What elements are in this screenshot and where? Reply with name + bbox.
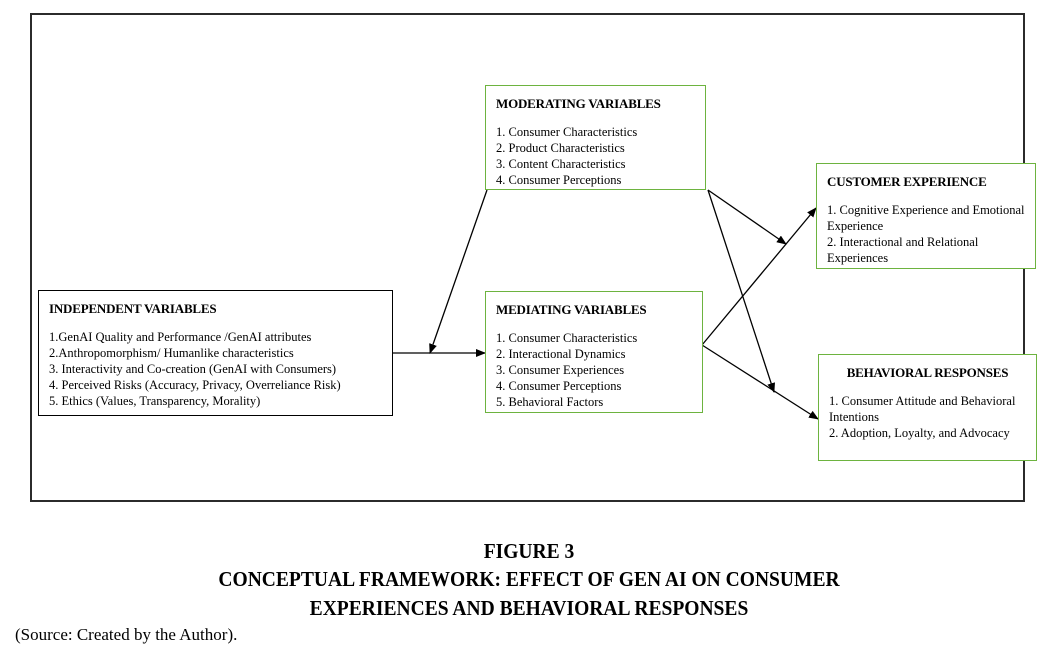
- list-item: 3. Interactivity and Co-creation (GenAI …: [49, 362, 337, 376]
- list-item: 3. Consumer Experiences: [496, 363, 625, 377]
- figure-number: FIGURE 3: [483, 539, 575, 563]
- arrow-moderating-to-br-link: [707, 189, 776, 393]
- list-item: 3. Content Characteristics: [496, 157, 626, 171]
- arrow-moderating-to-independent-link: [429, 189, 488, 354]
- arrow-mediating-to-behavioral-responses: [701, 344, 819, 420]
- list-item: 5. Ethics (Values, Transparency, Moralit…: [49, 394, 261, 408]
- list-item: 1.GenAI Quality and Performance /GenAI a…: [49, 330, 312, 344]
- arrow-moderating-to-cx-link: [707, 189, 787, 245]
- behavioral-responses-box: BEHAVIORAL RESPONSES 1. Consumer Attitud…: [818, 354, 1037, 461]
- mediating-variables-box: MEDIATING VARIABLES 1. Consumer Characte…: [485, 291, 703, 413]
- independent-variables-box: INDEPENDENT VARIABLES 1.GenAI Quality an…: [38, 290, 393, 416]
- independent-variables-title: INDEPENDENT VARIABLES: [49, 301, 217, 316]
- list-item: 1. Consumer Characteristics: [496, 331, 638, 345]
- arrow-mediating-to-customer-experience: [701, 207, 817, 346]
- list-item: 1. Consumer Attitude and Behavioral Inte…: [829, 394, 1016, 424]
- customer-experience-title: CUSTOMER EXPERIENCE: [827, 174, 987, 189]
- behavioral-responses-title: BEHAVIORAL RESPONSES: [846, 365, 1009, 380]
- list-item: 2.Anthropomorphism/ Humanlike characteri…: [49, 346, 294, 360]
- customer-experience-box: CUSTOMER EXPERIENCE 1. Cognitive Experie…: [816, 163, 1036, 269]
- list-item: 4. Perceived Risks (Accuracy, Privacy, O…: [49, 378, 341, 392]
- list-item: 2. Interactional and Relational Experien…: [827, 235, 979, 265]
- list-item: 5. Behavioral Factors: [496, 395, 604, 409]
- list-item: 1. Cognitive Experience and Emotional Ex…: [827, 203, 1025, 233]
- figure-title-line-2: EXPERIENCES AND BEHAVIORAL RESPONSES: [309, 596, 749, 620]
- list-item: 2. Interactional Dynamics: [496, 347, 626, 361]
- figure-source: (Source: Created by the Author).: [15, 625, 238, 644]
- mediating-variables-title: MEDIATING VARIABLES: [496, 302, 647, 317]
- list-item: 4. Consumer Perceptions: [496, 173, 622, 187]
- list-item: 1. Consumer Characteristics: [496, 125, 638, 139]
- list-item: 2. Adoption, Loyalty, and Advocacy: [829, 426, 1010, 440]
- moderating-variables-box: MODERATING VARIABLES 1. Consumer Charact…: [485, 85, 706, 190]
- moderating-variables-title: MODERATING VARIABLES: [496, 96, 661, 111]
- figure-title-line-1: CONCEPTUAL FRAMEWORK: EFFECT OF GEN AI O…: [218, 567, 840, 591]
- list-item: 4. Consumer Perceptions: [496, 379, 622, 393]
- list-item: 2. Product Characteristics: [496, 141, 625, 155]
